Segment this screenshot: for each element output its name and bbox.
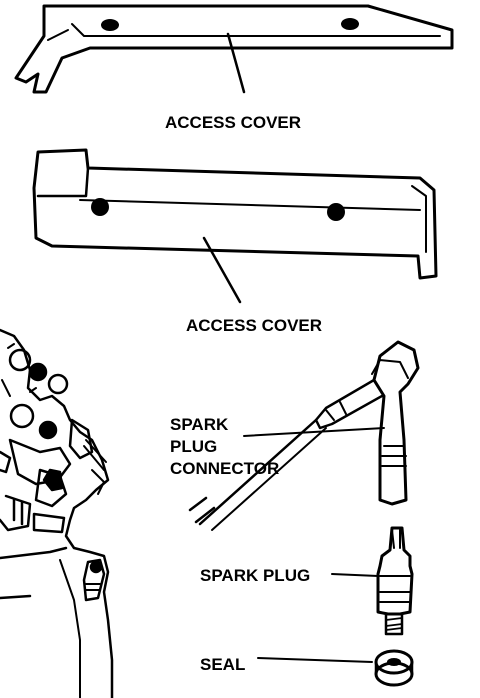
access-cover-bottom-drawing <box>32 148 438 304</box>
spark-plug-label: SPARK PLUG <box>200 566 311 585</box>
seal-label: SEAL <box>200 655 246 674</box>
access-cover-top-drawing <box>14 4 454 94</box>
connector-label-line-3: CONNECTOR <box>170 459 280 478</box>
spark-plug-connector-drawing <box>188 340 420 531</box>
spark-plug-drawing <box>331 526 414 636</box>
access-cover-top-label: ACCESS COVER <box>165 113 302 132</box>
seal-drawing <box>257 649 414 687</box>
engine-block-drawing <box>0 328 114 698</box>
access-cover-bottom-label: ACCESS COVER <box>186 316 323 335</box>
spark-plug-connector-label: SPARK PLUG CONNECTOR <box>170 414 279 480</box>
connector-label-line-1: SPARK <box>170 415 229 434</box>
connector-label-line-2: PLUG <box>170 437 218 456</box>
